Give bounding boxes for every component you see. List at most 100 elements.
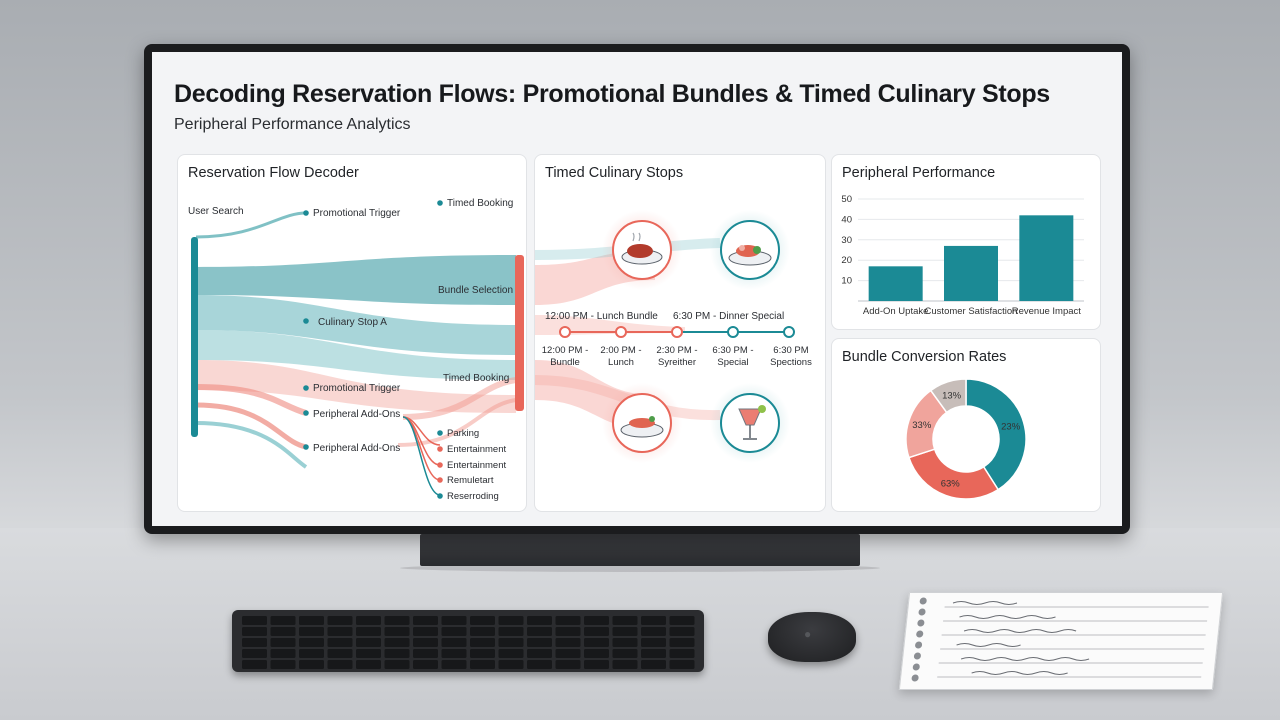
key — [612, 638, 638, 647]
timeline-point — [727, 326, 739, 338]
key — [413, 627, 438, 636]
key — [470, 649, 495, 658]
performance-panel-title: Peripheral Performance — [842, 165, 996, 181]
sankey-band — [195, 211, 307, 239]
flow-panel-title: Reservation Flow Decoder — [188, 165, 359, 181]
key — [413, 638, 438, 647]
monitor: Decoding Reservation Flows: Promotional … — [144, 44, 1130, 534]
key — [555, 616, 581, 625]
key — [527, 627, 552, 636]
y-tick-label: 30 — [841, 235, 852, 246]
key — [299, 649, 324, 658]
key — [413, 649, 438, 658]
page-subtitle: Peripheral Performance Analytics — [174, 116, 411, 133]
pie-slice — [965, 378, 1027, 491]
key — [384, 638, 410, 647]
key — [242, 649, 267, 658]
timeline-header: 12:00 PM - Lunch Bundle — [545, 311, 658, 322]
sankey-band — [402, 416, 441, 496]
x-tick-label: Revenue Impact — [1012, 306, 1082, 317]
key — [470, 638, 495, 647]
key — [327, 638, 353, 647]
node-dot — [437, 493, 443, 499]
notebook — [898, 592, 1224, 690]
timeline-label: 6:30 PM — [773, 345, 808, 356]
node-label: Reserroding — [447, 491, 499, 502]
timeline-label: 12:00 PM - — [542, 345, 588, 356]
flow-panel: Reservation Flow Decoder — [177, 154, 527, 512]
key — [299, 660, 324, 669]
timeline-point — [615, 326, 627, 338]
steak-icon — [612, 220, 672, 280]
sankey-band — [196, 295, 516, 355]
key — [498, 649, 524, 658]
key — [527, 616, 552, 625]
node-dot — [303, 410, 309, 416]
key — [641, 660, 666, 669]
timeline-label: Spections — [770, 357, 812, 368]
key — [441, 616, 467, 625]
node-label: Culinary Stop A — [318, 317, 387, 328]
timeline-label: 2:00 PM - — [600, 345, 641, 356]
apple-logo-icon: ● — [804, 627, 812, 641]
timeline-label: Lunch — [608, 357, 634, 368]
key — [498, 616, 524, 625]
node-dot — [437, 200, 443, 206]
sankey-band — [196, 330, 516, 380]
slice-label: 63% — [941, 478, 961, 489]
node-dot — [437, 477, 443, 483]
key — [242, 627, 267, 636]
node-label: Remuletart — [447, 475, 494, 486]
keyboard-keys — [242, 616, 695, 669]
x-tick-label: Customer Satisfaction — [925, 306, 1018, 317]
key — [270, 649, 296, 658]
key — [584, 638, 609, 647]
timeline-point — [671, 326, 683, 338]
page-title: Decoding Reservation Flows: Promotional … — [174, 80, 1050, 108]
key — [612, 627, 638, 636]
key — [242, 660, 267, 669]
key — [527, 649, 552, 658]
node-label: Promotional Trigger — [313, 383, 401, 394]
key — [555, 649, 581, 658]
key — [527, 660, 552, 669]
node-label: Entertainment — [447, 460, 507, 471]
timeline-point — [783, 326, 795, 338]
key — [470, 627, 495, 636]
key — [327, 649, 353, 658]
sankey-band — [402, 377, 517, 420]
spiral-ring — [915, 641, 923, 649]
flow-band — [535, 315, 685, 335]
node-label: Peripheral Add-Ons — [313, 409, 400, 420]
target-node-bar — [515, 255, 524, 411]
sankey-diagram: User Search Promotional Trigger Timed Bo… — [188, 198, 524, 502]
sankey-band — [196, 255, 516, 305]
pie-slice — [929, 378, 967, 414]
stops-panel-title: Timed Culinary Stops — [545, 165, 684, 181]
key — [299, 616, 324, 625]
node-label: Timed Booking — [447, 198, 513, 209]
cocktail-icon — [720, 393, 780, 453]
y-tick-label: 50 — [841, 194, 852, 205]
key — [527, 638, 552, 647]
y-tick-label: 10 — [841, 276, 852, 287]
key — [299, 638, 324, 647]
key — [356, 638, 381, 647]
node-label: User Search — [188, 206, 244, 217]
key — [669, 649, 695, 658]
key — [584, 660, 609, 669]
timeline-label: 6:30 PM - — [712, 345, 753, 356]
node-label: Promotional Trigger — [313, 208, 401, 219]
conversion-panel: Bundle Conversion Rates 23%63%33%13% — [831, 338, 1101, 512]
bar — [868, 266, 923, 301]
node-label: Entertainment — [447, 444, 507, 455]
key — [270, 660, 296, 669]
key — [498, 627, 524, 636]
stops-panel: 12:00 PM - Lunch Bundle 6:30 PM - Dinner… — [534, 154, 826, 512]
timeline-point — [559, 326, 571, 338]
sankey-band — [195, 402, 307, 450]
key — [327, 616, 353, 625]
key — [498, 638, 524, 647]
